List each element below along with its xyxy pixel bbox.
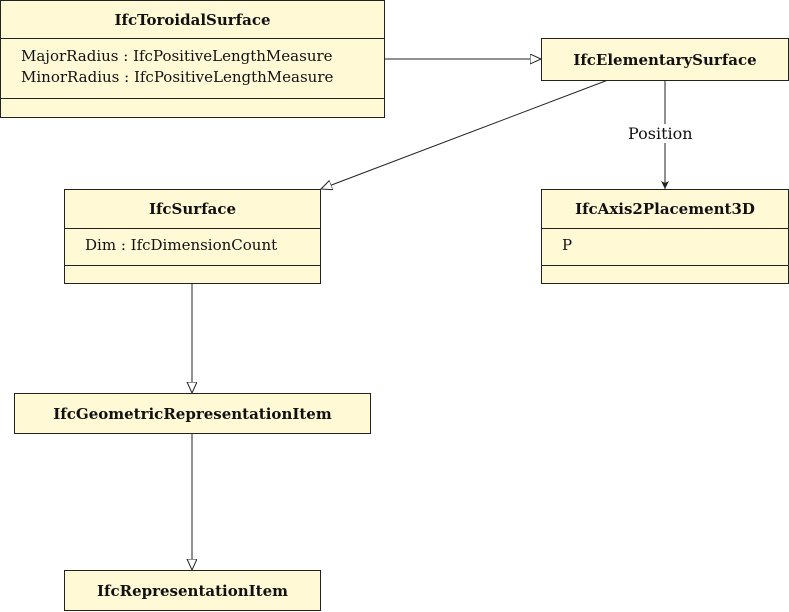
generalization-elementary-surface: [321, 79, 609, 189]
class-name: IfcGeometricRepresentationItem: [53, 404, 332, 423]
class-name: IfcAxis2Placement3D: [575, 200, 755, 218]
class-name: IfcToroidalSurface: [114, 10, 271, 29]
attribute: MinorRadius : IfcPositiveLengthMeasure: [21, 68, 334, 86]
association-label: Position: [628, 124, 693, 143]
attribute: P: [562, 236, 573, 254]
class-ifc-geometric-representation-item[interactable]: IfcGeometricRepresentationItem: [14, 393, 371, 434]
operations: [1, 98, 384, 117]
attributes: P: [542, 228, 788, 265]
attributes: MajorRadius : IfcPositiveLengthMeasure M…: [1, 38, 384, 98]
operations: [542, 265, 788, 283]
class-name: IfcSurface: [148, 200, 237, 218]
class-ifc-axis2-placement-3d[interactable]: IfcAxis2Placement3D P: [541, 189, 789, 284]
class-name: IfcRepresentationItem: [97, 581, 288, 600]
class-ifc-elementary-surface[interactable]: IfcElementarySurface: [541, 38, 789, 81]
attribute: MajorRadius : IfcPositiveLengthMeasure: [21, 47, 333, 65]
class-ifc-toroidal-surface[interactable]: IfcToroidalSurface MajorRadius : IfcPosi…: [0, 0, 385, 118]
class-ifc-representation-item[interactable]: IfcRepresentationItem: [64, 570, 321, 611]
class-name: IfcElementarySurface: [573, 50, 757, 69]
attributes: Dim : IfcDimensionCount: [65, 228, 320, 265]
attribute: Dim : IfcDimensionCount: [85, 236, 278, 254]
operations: [65, 265, 320, 283]
class-ifc-surface[interactable]: IfcSurface Dim : IfcDimensionCount: [64, 189, 321, 284]
